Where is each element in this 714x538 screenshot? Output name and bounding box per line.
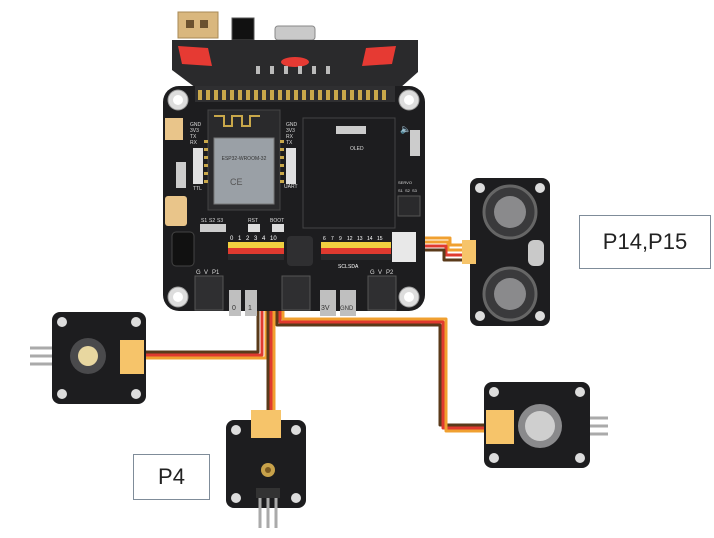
microphone — [525, 411, 555, 441]
servo-pin-s2: S2 — [405, 188, 411, 193]
pin-label-13: 13 — [357, 236, 363, 242]
rst-label: RST — [248, 218, 258, 224]
left-label-2: TX — [190, 134, 197, 140]
light-sensor-module — [226, 410, 306, 528]
pad-label-gnd: GND — [340, 306, 354, 312]
servo-label: SERVO — [398, 180, 412, 185]
wire-ultra-4 — [418, 248, 470, 262]
pin-label-6: 6 — [323, 236, 326, 242]
usb-port — [274, 25, 316, 41]
switch-label-s1: S1 — [201, 218, 207, 224]
right-label-0: GND — [286, 122, 298, 128]
pad-3v — [320, 290, 336, 316]
mute-switch — [410, 130, 420, 156]
power-switch — [231, 17, 255, 41]
sound-sensor-module — [484, 382, 608, 468]
pin-label-1: 1 — [238, 236, 242, 242]
pin-label-9: 9 — [339, 236, 342, 242]
rst-button — [248, 224, 260, 232]
power-label-v: V — [204, 270, 208, 276]
pin-header-left — [228, 242, 284, 260]
power-label-g2: G — [370, 270, 375, 276]
right-label-1: 3V3 — [286, 128, 295, 134]
right-label-2: RX — [286, 134, 294, 140]
wire-ultra-3 — [418, 244, 470, 257]
button-module — [30, 312, 146, 404]
pin-label-15: 15 — [377, 236, 383, 242]
chip-text: ESP32-WROOM-32 — [222, 156, 267, 162]
pin-label-4: 4 — [262, 236, 266, 242]
boot-label: BOOT — [270, 218, 284, 224]
switch-label-s2: S2 — [209, 218, 215, 224]
power-label-g: G — [196, 270, 201, 276]
pin-label-0: 0 — [230, 236, 234, 242]
power-label-v2: V — [378, 270, 382, 276]
oled-area — [302, 117, 396, 229]
jst-connector-top — [177, 11, 219, 39]
power-label-p2: P2 — [386, 270, 394, 276]
oled-label: OLED — [350, 146, 364, 152]
servo-pin-s3: S3 — [412, 188, 418, 193]
pin-label-14: 14 — [367, 236, 373, 242]
pad-1 — [245, 290, 257, 316]
pin-header-right — [321, 232, 416, 262]
left-label-3: RX — [190, 140, 198, 146]
pad-0 — [229, 290, 241, 316]
pad-label-1: 1 — [248, 305, 252, 312]
ttl-label: TTL — [193, 186, 202, 192]
ultrasonic-pin-label: P14,P15 — [579, 215, 711, 269]
speaker-icon: 🔈 — [400, 124, 411, 135]
sda-label: SDA — [348, 264, 359, 270]
wire-ultra-2 — [418, 240, 470, 252]
pad-label-3v: 3V — [321, 305, 330, 312]
right-label-3: TX — [286, 140, 293, 146]
expansion-board: ESP32-WROOM-32 CE GND 3V3 TX RX GND 3V3 … — [163, 11, 425, 316]
servo-pin-s1: S1 — [398, 188, 404, 193]
left-label-1: 3V3 — [190, 128, 199, 134]
light-sensor-pin-label: P4 — [133, 454, 210, 500]
pin-label-10: 10 — [270, 236, 277, 242]
boot-button — [272, 224, 284, 232]
left-label-0: GND — [190, 122, 202, 128]
pad-gnd — [340, 290, 356, 316]
pin-label-2: 2 — [246, 236, 250, 242]
svg-text:CE: CE — [230, 177, 243, 187]
switch-label-s3: S3 — [217, 218, 223, 224]
button-cap — [78, 346, 98, 366]
scl-label: SCL — [338, 264, 348, 270]
pad-label-0: 0 — [232, 305, 236, 312]
pin-label-12: 12 — [347, 236, 353, 242]
wire-ultra-1 — [418, 236, 470, 247]
uart-label: UART — [284, 184, 298, 190]
ultrasonic-sensor — [462, 178, 550, 326]
pin-label-7: 7 — [331, 236, 334, 242]
pin-label-3: 3 — [254, 236, 258, 242]
power-label-p1: P1 — [212, 270, 220, 276]
